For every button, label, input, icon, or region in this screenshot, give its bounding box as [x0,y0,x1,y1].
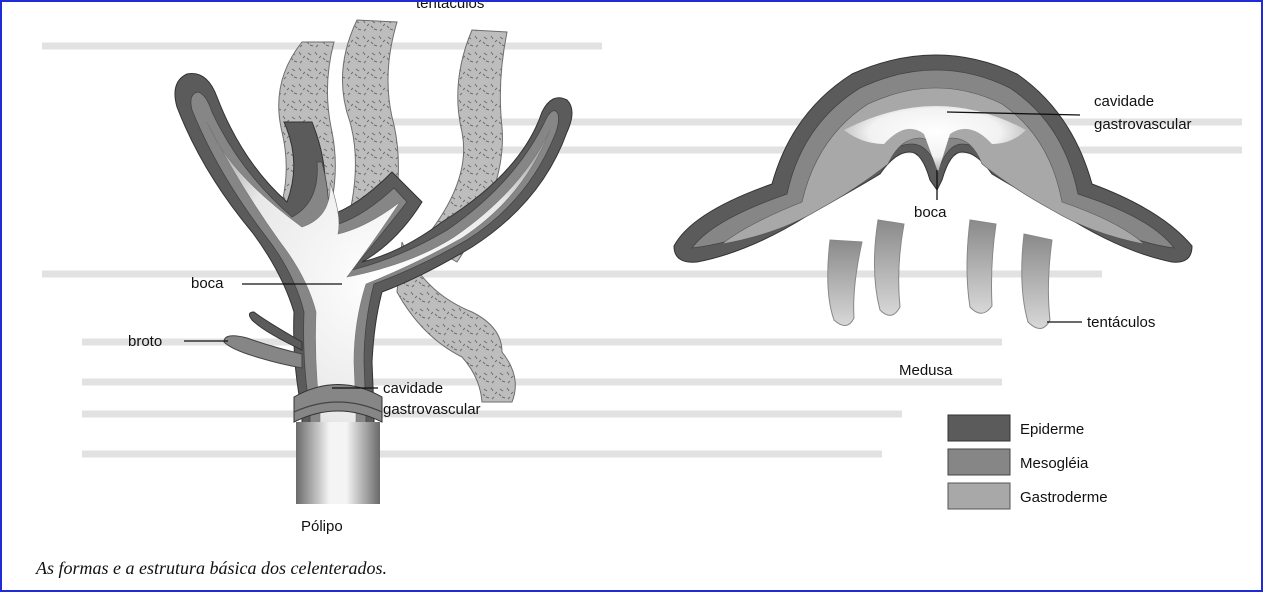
polyp-cavity-label-1: cavidade [383,380,443,397]
legend-label-epiderme: Epiderme [1020,421,1084,438]
figure-caption: As formas e a estrutura básica dos celen… [36,558,387,579]
polyp-top-label: tentáculos [416,2,484,12]
medusa-diagram: cavidade gastrovascular boca tentáculos … [674,55,1192,379]
medusa-tentacle [1022,234,1052,329]
legend: Epiderme Mesogléia Gastroderme [948,415,1108,509]
legend-swatch-mesogleia [948,449,1010,475]
legend-label-mesogleia: Mesogléia [1020,455,1089,472]
polyp-title: Pólipo [301,518,343,535]
legend-swatch-gastroderme [948,483,1010,509]
medusa-tentacle [828,240,862,326]
polyp-mouth-label: boca [191,275,224,292]
medusa-title: Medusa [899,362,953,379]
legend-swatch-epiderme [948,415,1010,441]
medusa-tentacle [967,220,996,313]
medusa-tentacles-label: tentáculos [1087,314,1155,331]
medusa-mouth-label: boca [914,204,947,221]
polyp-stalk [296,422,380,504]
medusa-tentacle [874,220,904,315]
legend-label-gastroderme: Gastroderme [1020,489,1108,506]
medusa-cavity-label-2: gastrovascular [1094,116,1192,133]
polyp-cavity-label-2: gastrovascular [383,401,481,418]
polyp-bud-label: broto [128,333,162,350]
medusa-cavity-label-1: cavidade [1094,93,1154,110]
background-noise [42,46,1242,454]
